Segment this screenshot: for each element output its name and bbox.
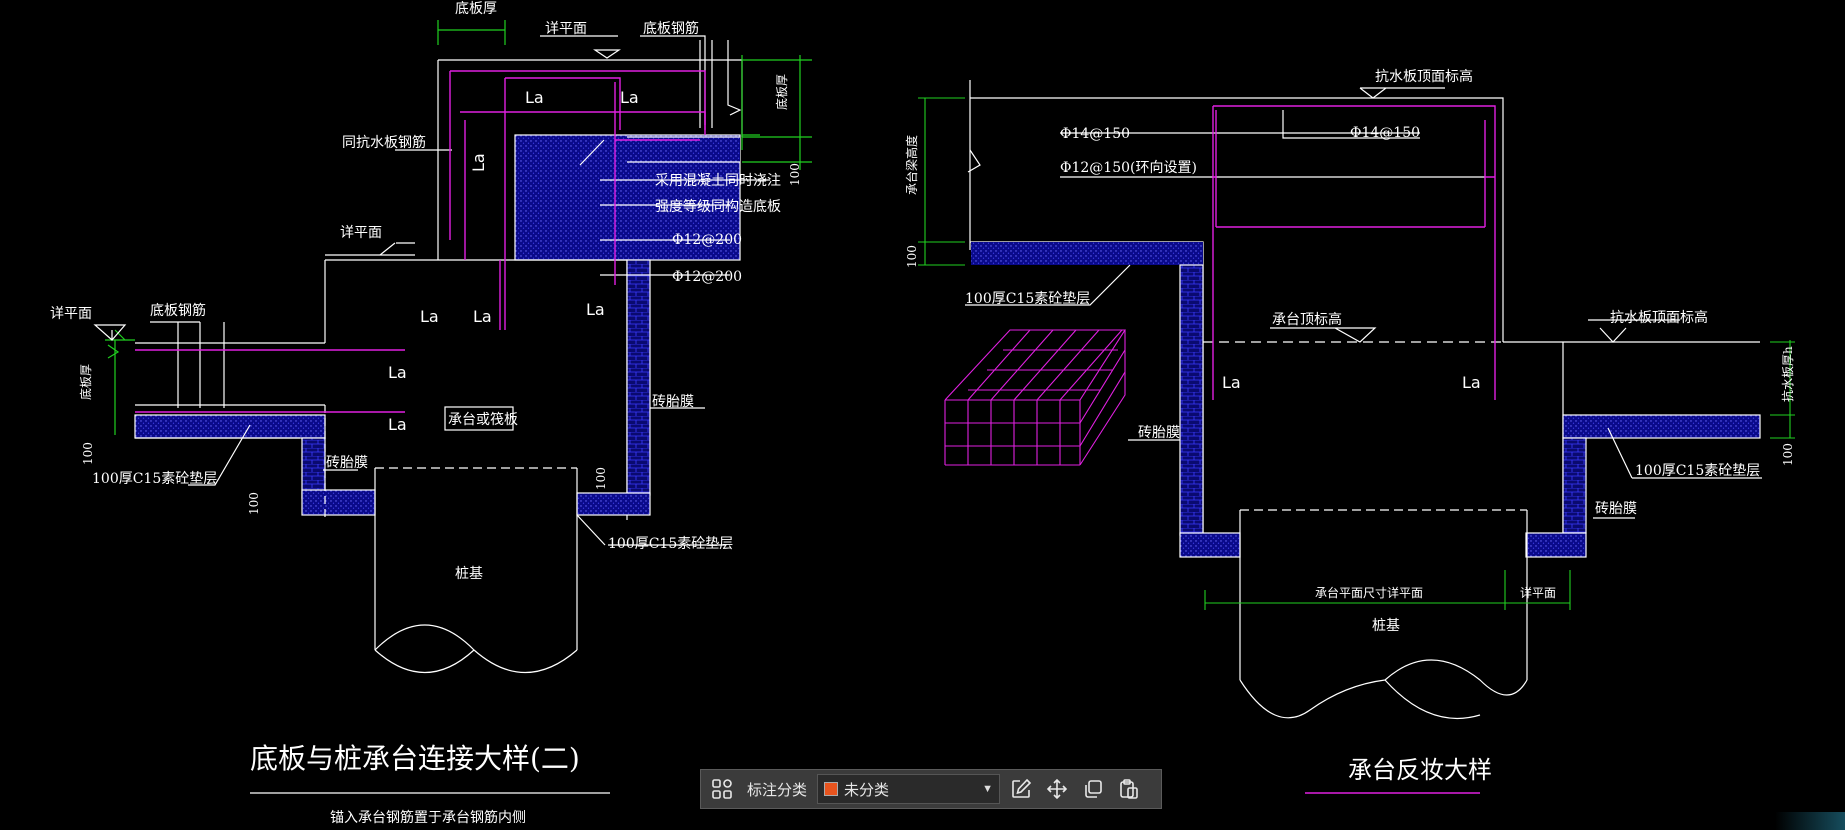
left-label-slab-thickness-right: 底板厚 (774, 74, 789, 110)
left-label-dim-100-pile: 100 (247, 492, 261, 515)
right-label-slab-top-elev: 抗水板顶面标高 (1375, 68, 1473, 85)
left-label-rebar-12-200-b: Φ12@200 (672, 269, 742, 285)
right-detail (965, 80, 1762, 719)
left-la-5: La (473, 307, 492, 326)
right-detail-title: 承台反妆大样 (1348, 756, 1492, 784)
right-label-dim-100: 100 (905, 245, 919, 268)
right-label-pile-base: 桩基 (1372, 617, 1400, 634)
left-la-2: La (620, 88, 639, 107)
left-label-detail-plane-mid: 详平面 (340, 225, 382, 241)
edit-icon[interactable] (1006, 774, 1036, 804)
left-label-brick-form-left: 砖胎膜 (326, 455, 368, 471)
right-label-cap-top-elev: 承台顶标高 (1272, 311, 1342, 328)
right-rebar (1212, 105, 1496, 400)
left-la-7: La (388, 363, 407, 382)
left-la-8: La (388, 415, 407, 434)
left-label-detail-plane-left: 详平面 (50, 306, 92, 322)
right-label-dim-100-right: 100 (1781, 443, 1795, 466)
right-label-rebar-14-150-b: Φ14@150 (1350, 125, 1420, 141)
left-label-dim-100-right: 100 (788, 163, 802, 186)
annotation-toolbar: 标注分类 未分类 ▼ (700, 769, 1162, 809)
left-detail-title: 底板与桩承台连接大样(二) (250, 742, 580, 775)
right-dimensions (918, 97, 1795, 610)
rebar-cage-sketch (944, 329, 1127, 466)
left-label-pile-base: 桩基 (455, 565, 483, 582)
left-label-detail-plane-top: 详平面 (545, 21, 587, 37)
left-label-c15-layer-left: 100厚C15素砼垫层 (92, 471, 217, 487)
left-label-dim-100-left: 100 (81, 442, 95, 465)
category-color-swatch (824, 782, 839, 796)
left-label-concrete-note-1: 采用混凝土同时浇注 (655, 173, 781, 189)
right-label-cap-plane-dim: 承台平面尺寸详平面 (1315, 585, 1423, 600)
left-la-6: La (586, 300, 605, 319)
right-la-1: La (1222, 373, 1241, 392)
right-la-2: La (1462, 373, 1481, 392)
right-label-cap-depth: 承台梁高度 (904, 135, 919, 195)
left-detail-subtitle: 锚入承台钢筋置于承台钢筋内侧 (330, 809, 526, 826)
right-label-brick-form-right: 砖胎膜 (1595, 501, 1637, 517)
right-label-c15-layer-left: 100厚C15素砼垫层 (965, 291, 1090, 307)
left-label-rebar-12-200-a: Φ12@200 (672, 232, 742, 248)
right-label-slab-top-elev-right: 抗水板顶面标高 (1610, 309, 1708, 326)
paste-icon[interactable] (1114, 774, 1144, 804)
category-label: 标注分类 (747, 781, 808, 799)
right-label-detail-plane: 详平面 (1520, 585, 1556, 600)
category-select[interactable]: 未分类 ▼ (817, 774, 1001, 804)
grid-icon[interactable] (707, 774, 737, 804)
left-label-slab-thickness-left: 底板厚 (78, 364, 93, 400)
right-label-rebar-14-150-a: Φ14@150 (1060, 126, 1130, 142)
left-label-slab-rebar-top: 底板钢筋 (643, 20, 699, 37)
chevron-down-icon: ▼ (982, 783, 994, 795)
move-icon[interactable] (1042, 774, 1072, 804)
copy-icon[interactable] (1078, 774, 1108, 804)
left-la-3: La (469, 153, 488, 172)
left-label-brick-form-right: 砖胎膜 (652, 394, 694, 410)
left-label-c15-layer-bottom: 100厚C15素砼垫层 (608, 536, 733, 552)
left-label-slab-rebar-left: 底板钢筋 (150, 302, 206, 319)
left-rebar (135, 70, 706, 413)
corner-decoration (1775, 812, 1845, 830)
left-detail (93, 20, 812, 674)
left-label-slab-thickness-top: 底板厚 (455, 1, 497, 17)
right-label-brick-form-left: 砖胎膜 (1138, 425, 1180, 441)
right-label-slab-thickness-h: 抗水板厚h (1780, 346, 1795, 402)
right-label-c15-layer-right: 100厚C15素砼垫层 (1635, 463, 1760, 479)
category-selected-value: 未分类 (844, 781, 890, 799)
left-label-concrete-note-2: 强度等级同构造底板 (655, 198, 781, 215)
left-label-pile-cap: 承台或筏板 (448, 411, 518, 428)
right-label-rebar-12-150: Φ12@150(环向设置) (1060, 160, 1197, 176)
left-la-4: La (420, 307, 439, 326)
left-label-same-as-slab-rebar: 同抗水板钢筋 (342, 134, 426, 151)
left-la-1: La (525, 88, 544, 107)
left-label-dim-100-small: 100 (594, 467, 608, 490)
